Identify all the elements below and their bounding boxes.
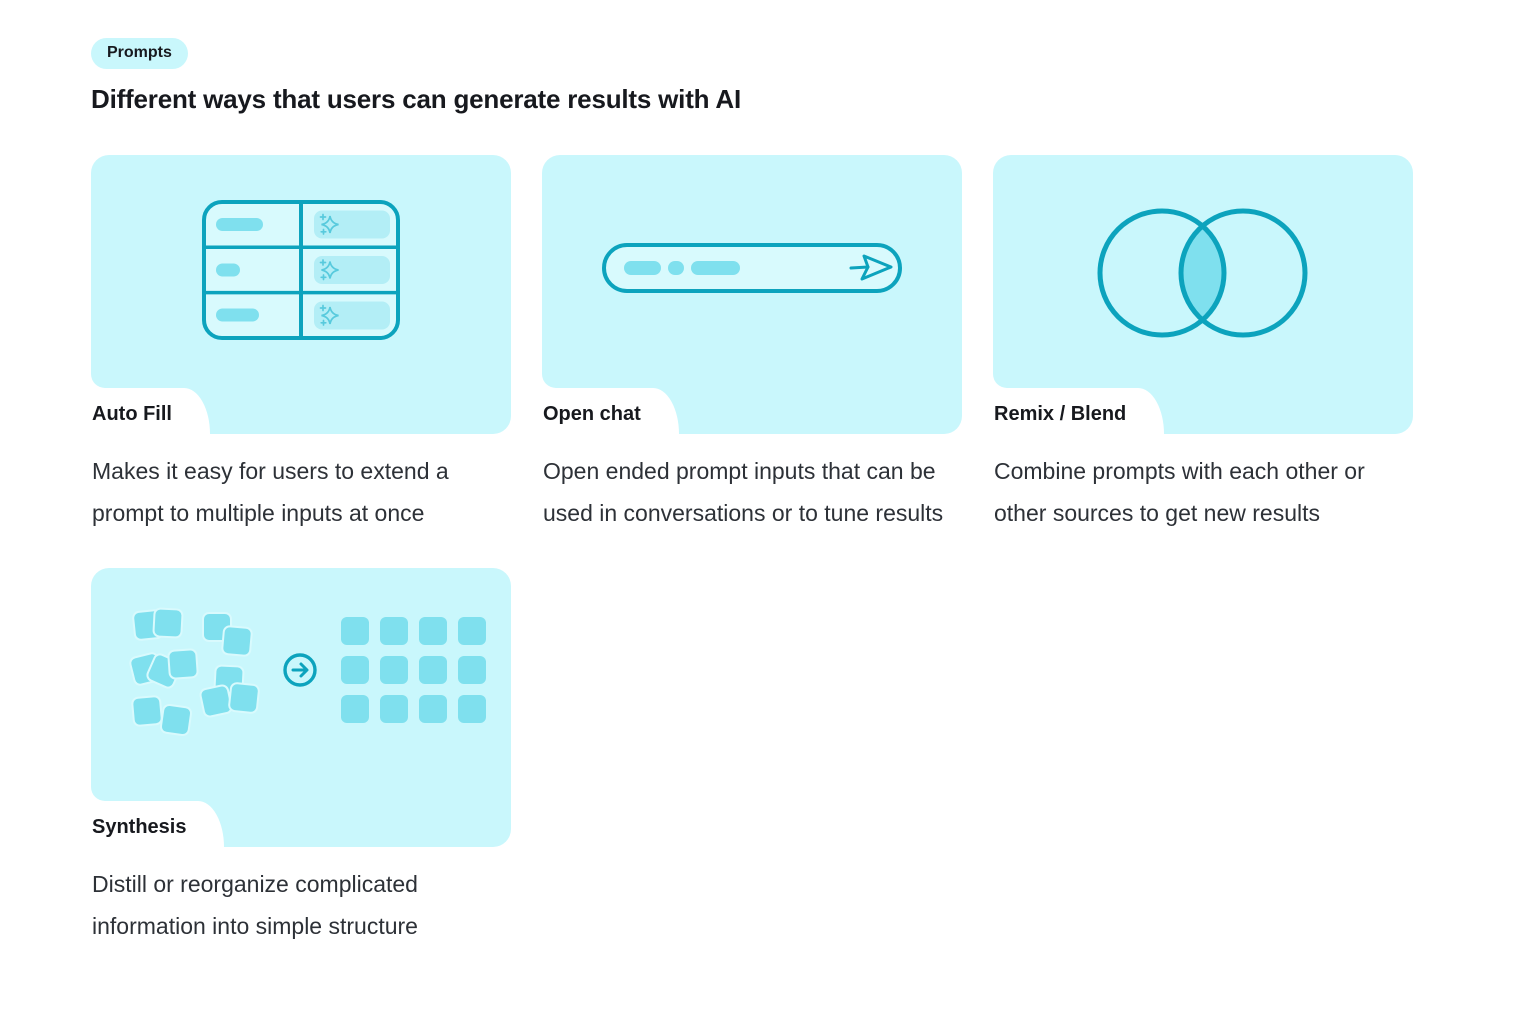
arrow-right-circle-icon [283,653,317,687]
autofill-table-icon [202,200,400,340]
card-label-tab: Remix / Blend [993,374,1165,434]
scatter-to-grid-icon [91,568,511,847]
scatter-square [130,694,164,728]
organized-grid [341,617,486,723]
grid-square [380,617,408,645]
scatter-square [227,681,261,715]
card-background [542,155,962,434]
remix-blend-card: Remix / Blend [993,155,1413,434]
venn-overlap-icon [1097,208,1308,338]
scatter-square [159,703,193,737]
grid-square [458,656,486,684]
card-cell-open-chat: Open chat Open ended prompt inputs that … [542,155,962,534]
card-description: Open ended prompt inputs that can be use… [543,458,944,526]
chat-input-send-icon [602,243,902,293]
card-label-tab: Open chat [542,374,679,434]
grid-square [419,695,447,723]
page-title: Different ways that users can generate r… [91,84,741,114]
card-label: Auto Fill [92,402,172,425]
grid-square [458,695,486,723]
grid-square [341,695,369,723]
grid-square [419,617,447,645]
card-label: Open chat [543,402,641,425]
card-cell-auto-fill: Auto Fill Makes it easy for users to ext… [91,155,511,534]
grid-square [419,656,447,684]
send-plane-icon [849,254,893,281]
card-description: Combine prompts with each other or other… [994,458,1365,526]
scatter-square [152,607,184,639]
grid-square [341,617,369,645]
prompts-doc-page: Prompts Different ways that users can ge… [91,38,1540,947]
grid-square [380,695,408,723]
open-chat-card: Open chat [542,155,962,434]
prompts-badge: Prompts [91,38,188,69]
card-cell-synthesis: Synthesis Distill or reorganize complica… [91,568,511,947]
grid-square [341,656,369,684]
card-label-tab: Synthesis [91,787,225,847]
card-label-tab: Auto Fill [91,374,210,434]
grid-square [458,617,486,645]
sparkle-icon [319,213,339,326]
scatter-square [220,624,254,658]
grid-square [380,656,408,684]
auto-fill-card: Auto Fill [91,155,511,434]
card-description: Makes it easy for users to extend a prom… [92,458,449,526]
card-label: Remix / Blend [994,402,1127,425]
card-cell-remix-blend: Remix / Blend Combine prompts with each … [993,155,1413,534]
card-label: Synthesis [92,815,187,838]
scatter-square [166,647,200,681]
card-description: Distill or reorganize complicated inform… [92,871,418,939]
synthesis-card: Synthesis [91,568,511,847]
cards-grid: Auto Fill Makes it easy for users to ext… [91,155,1540,947]
ai-fill-cell [314,210,390,330]
